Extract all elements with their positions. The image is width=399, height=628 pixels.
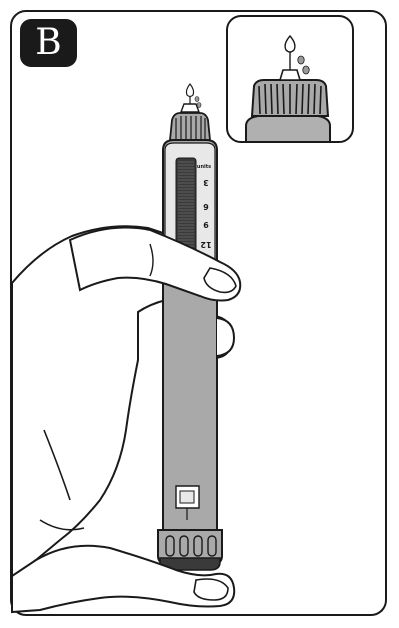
dose-scale-label-12: 12 [200, 240, 211, 249]
dose-scale-label-3: 3 [203, 178, 209, 187]
inset-zoom-illustration [227, 16, 353, 150]
dose-scale-label-9: 9 [203, 220, 209, 229]
dose-scale-label-6: 6 [203, 202, 209, 211]
insulin-pen-illustration: units 3 6 9 12 [158, 84, 222, 570]
dose-unit-label: units [197, 164, 211, 170]
